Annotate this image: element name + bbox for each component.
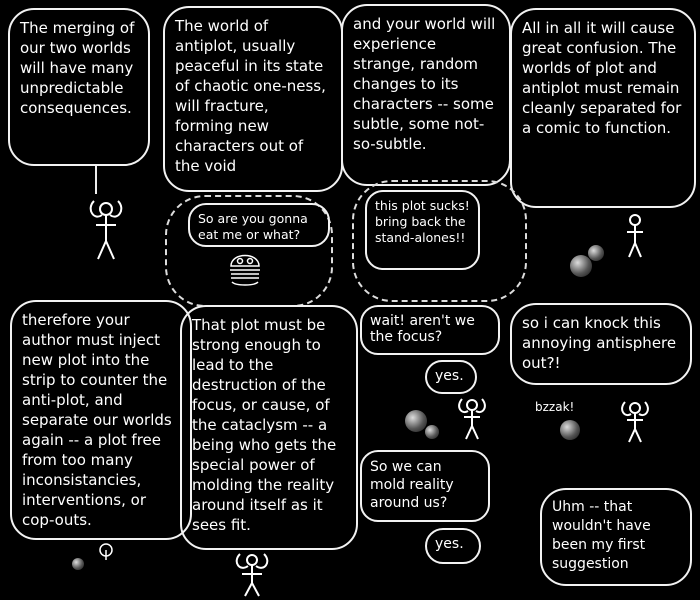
speech-bubble-inject-plot: therefore your author must inject new pl… [10,300,192,540]
speech-bubble-burger: So are you gonna eat me or what? [188,203,330,247]
small-figure-icon [99,543,113,560]
stick-figure-icon [89,200,123,260]
antisphere-ball-icon [570,255,592,277]
stick-figure-icon [621,401,649,443]
stick-figure-icon [627,214,643,258]
speech-bubble-focus-question: wait! aren't we the focus? [360,305,500,355]
speech-bubble-yes: yes. [425,528,481,564]
antisphere-ball-icon [405,410,427,432]
burger-character-icon [230,254,260,286]
speech-bubble-uhm: Uhm -- that wouldn't have been my first … [540,488,692,586]
speech-bubble-changes: and your world will experience strange, … [341,4,511,186]
speech-bubble-antiplot: The world of antiplot, usually peaceful … [163,6,343,192]
antisphere-ball-icon [72,558,84,570]
stick-figure-icon [458,398,486,440]
speech-bubble-confusion: All in all it will cause great confusion… [510,8,696,208]
speech-bubble-mold-reality: So we can mold reality around us? [360,450,490,522]
speech-bubble-yes: yes. [425,360,477,394]
sound-effect: bzzak! [535,400,575,414]
speech-bubble-knock: so i can knock this annoying antisphere … [510,303,692,385]
antisphere-ball-icon [588,245,604,261]
speech-bubble-strong-plot: That plot must be strong enough to lead … [180,305,358,550]
cloud-panel-standalones [352,180,527,302]
stick-figure-icon [235,553,269,597]
antisphere-ball-icon [560,420,580,440]
speech-bubble-standalones: this plot sucks! bring back the stand-al… [365,190,480,270]
antisphere-ball-icon [425,425,439,439]
bubble-tail [95,166,97,194]
speech-bubble-merging: The merging of our two worlds will have … [8,8,150,166]
